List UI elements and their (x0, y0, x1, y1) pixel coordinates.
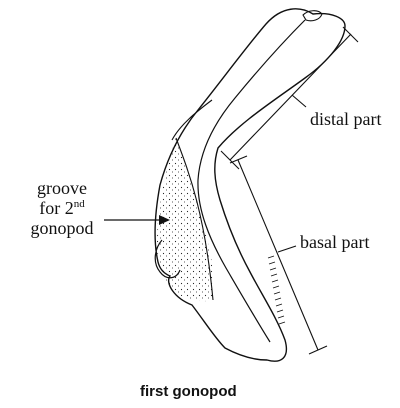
basal-part-label: basal part (300, 232, 369, 252)
groove-arrow (104, 215, 170, 225)
groove-label-line1: groove (28, 178, 96, 198)
distal-bracket (221, 27, 358, 169)
groove-label-superscript: nd (74, 198, 85, 210)
inner-ridge (198, 20, 305, 342)
figure-caption: first gonopod (140, 383, 237, 400)
groove-label-line2: for 2nd (28, 198, 96, 218)
groove-label: groove for 2nd gonopod (28, 178, 96, 238)
groove-label-line2-text: for 2 (39, 198, 74, 218)
gonopod-tip (303, 11, 322, 21)
distal-part-label: distal part (310, 109, 381, 129)
groove-label-line3: gonopod (28, 218, 96, 238)
